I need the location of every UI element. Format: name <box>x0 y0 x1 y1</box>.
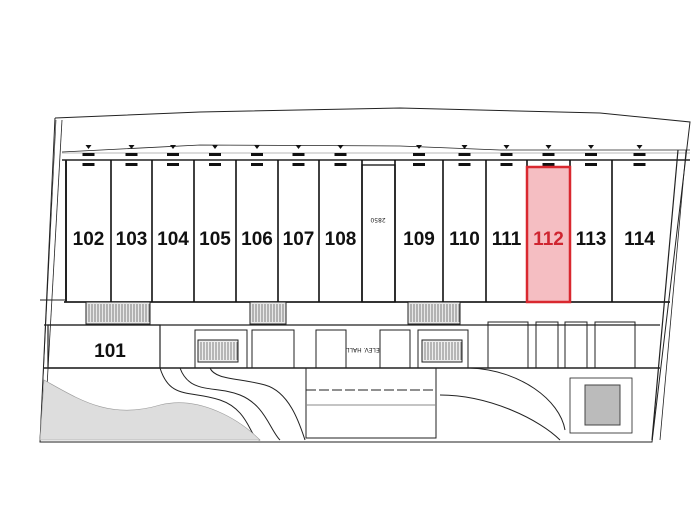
unit-108[interactable]: 108 <box>325 229 357 250</box>
meter-mark <box>334 163 347 166</box>
meter-mark <box>251 163 263 166</box>
unit-number-label: 108 <box>325 229 357 250</box>
unit-number-label: 107 <box>283 229 315 250</box>
meter-mark <box>585 163 597 166</box>
meter-mark <box>413 153 425 156</box>
entry-arrow-icon <box>337 145 344 149</box>
meter-mark <box>334 153 347 156</box>
dimension-label: 2850 <box>370 216 385 223</box>
unit-111[interactable]: 111 <box>492 229 522 250</box>
entry-arrow-icon <box>636 145 643 149</box>
meter-mark <box>292 163 305 166</box>
unit-103[interactable]: 103 <box>116 229 148 250</box>
entry-arrow-icon <box>295 145 302 149</box>
unit-number-label: 113 <box>576 229 607 250</box>
unit-number-label: 104 <box>157 229 189 250</box>
meter-mark <box>542 153 555 156</box>
meter-mark <box>167 153 179 156</box>
entry-arrow-icon <box>85 145 92 149</box>
unit-107[interactable]: 107 <box>283 229 315 250</box>
meter-mark <box>413 163 425 166</box>
meter-mark <box>167 163 179 166</box>
meter-mark <box>82 153 95 156</box>
unit-106[interactable]: 106 <box>241 229 273 250</box>
unit-109[interactable]: 109 <box>403 229 435 250</box>
unit-101[interactable]: 101 <box>94 341 126 362</box>
unit-number-label: 103 <box>116 229 148 250</box>
entry-arrow-icon <box>588 145 594 149</box>
entry-arrow-icon <box>254 145 260 149</box>
unit-113[interactable]: 113 <box>576 229 607 250</box>
meter-mark <box>82 163 95 166</box>
meter-mark <box>125 163 138 166</box>
entry-arrow-icon <box>212 145 218 149</box>
entry-arrow-icon <box>416 145 422 149</box>
unit-110[interactable]: 110 <box>449 229 480 250</box>
meter-mark <box>633 163 646 166</box>
meter-mark <box>458 163 471 166</box>
unit-number-label: 102 <box>73 229 105 250</box>
meter-mark <box>500 163 513 166</box>
unit-114[interactable]: 114 <box>624 229 655 250</box>
unit-number-label: 101 <box>94 341 126 362</box>
meter-mark <box>458 153 471 156</box>
unit-104[interactable]: 104 <box>157 229 189 250</box>
meter-mark <box>125 153 138 156</box>
unit-112[interactable]: 112 <box>533 229 564 250</box>
entry-arrow-icon <box>128 145 135 149</box>
unit-number-label: 106 <box>241 229 273 250</box>
meter-mark <box>209 153 221 156</box>
meter-mark <box>209 163 221 166</box>
entry-arrow-icon <box>503 145 510 149</box>
entry-arrow-icon <box>545 145 552 149</box>
unit-number-label: 109 <box>403 229 435 250</box>
meter-mark <box>633 153 646 156</box>
stair-treads <box>88 304 462 360</box>
unit-number-label: 111 <box>492 229 522 250</box>
unit-number-label: 105 <box>199 229 231 250</box>
unit-number-label: 110 <box>449 229 480 250</box>
entry-arrow-icon <box>461 145 468 149</box>
highlighted-unit-box[interactable] <box>525 165 572 304</box>
unit-105[interactable]: 105 <box>199 229 231 250</box>
building-outline <box>39 107 691 443</box>
entry-arrow-icon <box>170 145 176 149</box>
unit-number-label: 114 <box>624 229 655 250</box>
meter-mark <box>500 153 513 156</box>
meter-mark <box>292 153 305 156</box>
meter-mark <box>585 153 597 156</box>
unit-number-label: 112 <box>533 229 564 250</box>
column-markers <box>82 145 646 166</box>
elev-hall-label: ELEV. HALL <box>346 346 380 353</box>
meter-mark <box>542 163 555 166</box>
meter-mark <box>251 153 263 156</box>
unit-102[interactable]: 102 <box>73 229 105 250</box>
